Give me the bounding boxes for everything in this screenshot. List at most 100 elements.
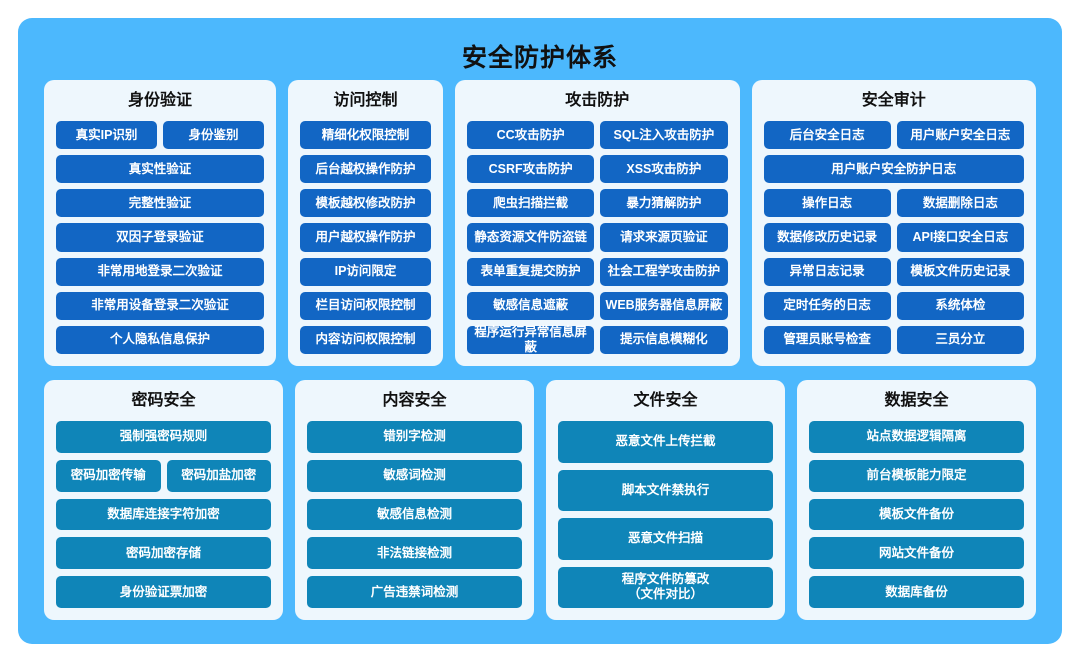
feature-pill[interactable]: CSRF攻击防护 [467, 155, 595, 184]
feature-pill[interactable]: 完整性验证 [56, 189, 264, 218]
item-row: 强制强密码规则 [56, 421, 271, 453]
panel-文件安全: 文件安全恶意文件上传拦截脚本文件禁执行恶意文件扫描程序文件防篡改 （文件对比） [546, 380, 785, 620]
feature-pill[interactable]: 异常日志记录 [763, 257, 891, 286]
feature-pill[interactable]: 表单重复提交防护 [467, 257, 595, 286]
item-row: 爬虫扫描拦截暴力猜解防护 [467, 189, 728, 218]
feature-pill[interactable]: 非常用地登录二次验证 [56, 257, 264, 286]
feature-pill[interactable]: 操作日志 [763, 189, 891, 218]
feature-pill[interactable]: 密码加密存储 [56, 537, 271, 570]
panel-title: 身份验证 [127, 92, 192, 109]
feature-pill[interactable]: 双因子登录验证 [56, 223, 264, 252]
item-row: 定时任务的日志系统体检 [763, 291, 1024, 320]
feature-pill[interactable]: 数据库连接字符加密 [56, 498, 271, 531]
feature-pill[interactable]: 精细化权限控制 [300, 121, 431, 150]
item-row: 个人隐私信息保护 [56, 325, 264, 354]
feature-pill[interactable]: 广告违禁词检测 [307, 576, 522, 608]
panel-title: 攻击防护 [565, 92, 630, 109]
feature-pill[interactable]: 模板文件备份 [809, 498, 1024, 531]
item-row: 静态资源文件防盗链请求来源页验证 [467, 223, 728, 252]
feature-pill[interactable]: 提示信息模糊化 [600, 325, 728, 354]
feature-pill[interactable]: 后台安全日志 [763, 121, 891, 150]
item-row: 身份验证票加密 [56, 576, 271, 608]
feature-pill[interactable]: 非常用设备登录二次验证 [56, 291, 264, 320]
feature-pill[interactable]: 恶意文件扫描 [558, 518, 773, 560]
panel-内容安全: 内容安全错别字检测敏感词检测敏感信息检测非法链接检测广告违禁词检测 [295, 380, 534, 620]
feature-pill[interactable]: WEB服务器信息屏蔽 [600, 291, 728, 320]
feature-pill[interactable]: 管理员账号检查 [763, 325, 891, 354]
feature-pill[interactable]: 非法链接检测 [307, 537, 522, 570]
item-row: 网站文件备份 [809, 537, 1024, 570]
feature-pill[interactable]: 栏目访问权限控制 [300, 291, 431, 320]
feature-pill[interactable]: 三员分立 [896, 325, 1024, 354]
feature-pill[interactable]: 网站文件备份 [809, 537, 1024, 570]
item-row: 数据库连接字符加密 [56, 498, 271, 531]
feature-pill[interactable]: 用户账户安全日志 [896, 121, 1024, 150]
panel-items: 站点数据逻辑隔离前台模板能力限定模板文件备份网站文件备份数据库备份 [809, 421, 1024, 608]
feature-pill[interactable]: 程序文件防篡改 （文件对比） [558, 566, 773, 608]
feature-pill[interactable]: 用户越权操作防护 [300, 223, 431, 252]
feature-pill[interactable]: 敏感信息检测 [307, 498, 522, 531]
item-row: 恶意文件上传拦截 [558, 421, 773, 463]
panel-安全审计: 安全审计后台安全日志用户账户安全日志用户账户安全防护日志操作日志数据删除日志数据… [751, 80, 1036, 366]
feature-pill[interactable]: 用户账户安全防护日志 [763, 155, 1024, 184]
feature-pill[interactable]: 站点数据逻辑隔离 [809, 421, 1024, 453]
panel-items: 精细化权限控制后台越权操作防护模板越权修改防护用户越权操作防护 IP访问限定栏目访… [300, 121, 431, 354]
feature-pill[interactable]: 暴力猜解防护 [600, 189, 728, 218]
feature-pill[interactable]: 数据库备份 [809, 576, 1024, 608]
feature-pill[interactable]: 身份验证票加密 [56, 576, 271, 608]
feature-pill[interactable]: 内容访问权限控制 [300, 325, 431, 354]
feature-pill[interactable]: 数据修改历史记录 [763, 223, 891, 252]
feature-pill[interactable]: 个人隐私信息保护 [56, 325, 264, 354]
feature-pill[interactable]: 静态资源文件防盗链 [467, 223, 595, 252]
feature-pill[interactable]: 真实IP识别 [56, 121, 157, 150]
item-row: 程序运行异常信息屏蔽提示信息模糊化 [467, 325, 728, 354]
feature-pill[interactable]: 恶意文件上传拦截 [558, 421, 773, 463]
item-row: 模板文件备份 [809, 498, 1024, 531]
item-row: 后台越权操作防护 [300, 155, 431, 184]
feature-pill[interactable]: CC攻击防护 [467, 121, 595, 150]
page-title: 安全防护体系 [461, 44, 618, 72]
feature-pill[interactable]: IP访问限定 [300, 257, 431, 286]
feature-pill[interactable]: 密码加密传输 [56, 459, 161, 492]
panel-title: 数据安全 [884, 392, 949, 409]
feature-pill[interactable]: 敏感词检测 [307, 459, 522, 492]
item-row: 错别字检测 [307, 421, 522, 453]
feature-pill[interactable]: 密码加盐加密 [166, 459, 271, 492]
item-row: 敏感信息检测 [307, 498, 522, 531]
item-row: 用户账户安全防护日志 [763, 155, 1024, 184]
item-row: 前台模板能力限定 [809, 459, 1024, 492]
feature-pill[interactable]: SQL注入攻击防护 [600, 121, 728, 150]
item-row: 真实IP识别身份鉴别 [56, 121, 264, 150]
feature-pill[interactable]: 前台模板能力限定 [809, 459, 1024, 492]
feature-pill[interactable]: 系统体检 [896, 291, 1024, 320]
feature-pill[interactable]: 错别字检测 [307, 421, 522, 453]
item-row: IP访问限定 [300, 257, 431, 286]
item-row: 精细化权限控制 [300, 121, 431, 150]
feature-pill[interactable]: 数据删除日志 [896, 189, 1024, 218]
feature-pill[interactable]: 敏感信息遮蔽 [467, 291, 595, 320]
feature-pill[interactable]: 社会工程学攻击防护 [600, 257, 728, 286]
feature-pill[interactable]: 后台越权操作防护 [300, 155, 431, 184]
feature-pill[interactable]: 强制强密码规则 [56, 421, 271, 453]
feature-pill[interactable]: 脚本文件禁执行 [558, 469, 773, 511]
feature-pill[interactable]: 模板越权修改防护 [300, 189, 431, 218]
panel-title: 安全审计 [861, 92, 926, 109]
feature-pill[interactable]: XSS攻击防护 [600, 155, 728, 184]
panel-items: 后台安全日志用户账户安全日志用户账户安全防护日志操作日志数据删除日志数据修改历史… [763, 121, 1024, 354]
feature-pill[interactable]: 模板文件历史记录 [896, 257, 1024, 286]
panel-密码安全: 密码安全强制强密码规则密码加密传输密码加盐加密数据库连接字符加密密码加密存储身份… [44, 380, 283, 620]
feature-pill[interactable]: 爬虫扫描拦截 [467, 189, 595, 218]
feature-pill[interactable]: 真实性验证 [56, 155, 264, 184]
feature-pill[interactable]: API接口安全日志 [896, 223, 1024, 252]
feature-pill[interactable]: 请求来源页验证 [600, 223, 728, 252]
panel-身份验证: 身份验证真实IP识别身份鉴别真实性验证完整性验证双因子登录验证非常用地登录二次验… [44, 80, 276, 366]
feature-pill[interactable]: 定时任务的日志 [763, 291, 891, 320]
feature-pill[interactable]: 身份鉴别 [163, 121, 264, 150]
item-row: 完整性验证 [56, 189, 264, 218]
feature-pill[interactable]: 程序运行异常信息屏蔽 [467, 325, 595, 354]
